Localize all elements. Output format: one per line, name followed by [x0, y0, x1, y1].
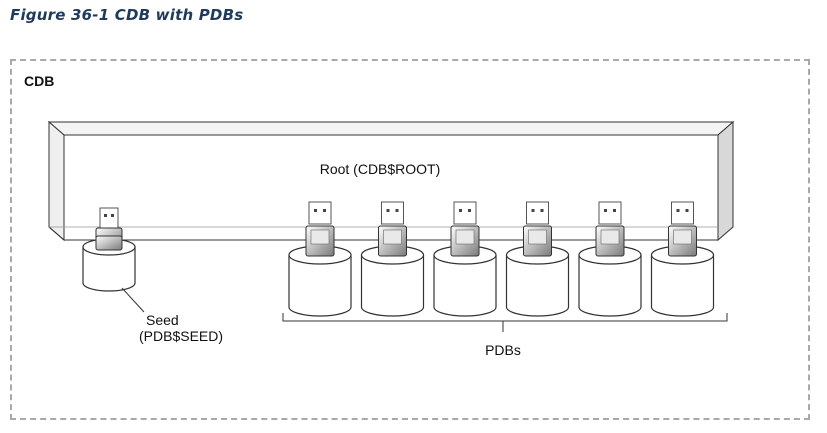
- pdb-cylinder: [360, 201, 425, 317]
- pdb-cylinder: [288, 201, 352, 317]
- pdb-plug-icon: [671, 201, 694, 225]
- seed-database: [82, 207, 145, 313]
- pdb-group: [288, 201, 715, 317]
- pdb-bracket: [282, 313, 728, 332]
- pdb-plug-icon: [453, 201, 477, 225]
- seed-label-line2: (PDB$SEED): [139, 328, 223, 344]
- pdb-cylinder: [505, 201, 570, 317]
- cdb-container-label: CDB: [24, 73, 55, 89]
- root-label: Root (CDB$ROOT): [320, 161, 441, 177]
- pdb-plug-icon: [308, 201, 332, 225]
- seed-label-line1: Seed: [146, 312, 179, 328]
- pdb-plug-icon: [381, 201, 404, 225]
- figure-caption: Figure 36-1 CDB with PDBs: [10, 6, 244, 24]
- pdb-cylinder: [578, 201, 642, 317]
- cdb-container-frame: [10, 59, 810, 420]
- pdb-cylinder: [650, 201, 715, 317]
- pdb-cylinder: [433, 201, 497, 317]
- pdb-plug-icon: [598, 201, 622, 225]
- pdb-plug-icon: [526, 201, 549, 225]
- pdbs-label: PDBs: [485, 342, 521, 358]
